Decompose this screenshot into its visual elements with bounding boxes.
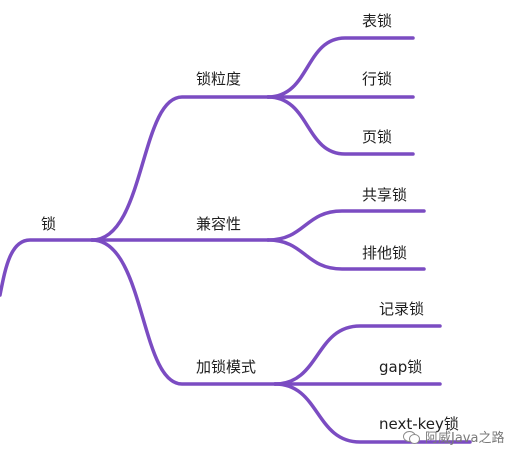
edge-root-branch-1 bbox=[90, 95, 270, 242]
edge-branch-1-child-1 bbox=[266, 36, 415, 99]
node-branch-1-child-3: 页锁 bbox=[362, 128, 393, 146]
edge-branch-2-child-1 bbox=[266, 209, 426, 242]
node-branch-3-child-2: gap锁 bbox=[379, 358, 423, 376]
node-root: 锁 bbox=[41, 215, 57, 233]
watermark: 阿威Java之路 bbox=[403, 427, 504, 446]
node-branch-1-child-1: 表锁 bbox=[362, 12, 393, 30]
wechat-icon bbox=[403, 430, 421, 444]
edge-branch-3-child-3 bbox=[273, 382, 472, 444]
edge-root-stem bbox=[0, 238, 94, 297]
node-branch-2: 兼容性 bbox=[196, 215, 242, 233]
watermark-text: 阿威Java之路 bbox=[425, 431, 505, 446]
node-branch-1-child-2: 行锁 bbox=[362, 70, 393, 88]
node-branch-2-child-1: 共享锁 bbox=[362, 186, 408, 204]
node-branch-1: 锁粒度 bbox=[196, 70, 242, 88]
node-branch-3: 加锁模式 bbox=[196, 358, 257, 376]
node-branch-3-child-1: 记录锁 bbox=[379, 300, 425, 318]
node-branch-2-child-2: 排他锁 bbox=[362, 244, 408, 262]
node-branch-3-child-3: next-key锁 bbox=[379, 415, 459, 433]
edge-root-branch-3 bbox=[90, 238, 277, 386]
edge-branch-1-child-3 bbox=[266, 95, 415, 156]
edge-branch-2-child-2 bbox=[266, 238, 426, 271]
edge-branch-3-child-1 bbox=[273, 324, 442, 386]
